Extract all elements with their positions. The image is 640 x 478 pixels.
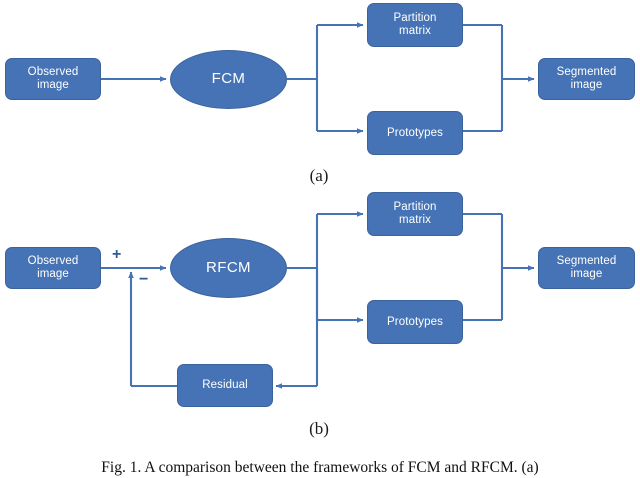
node-prototypes-a[interactable]: Prototypes xyxy=(367,111,463,155)
prototypes-label-b: Prototypes xyxy=(387,315,443,328)
node-prototypes-b[interactable]: Prototypes xyxy=(367,300,463,344)
minus-sign: − xyxy=(139,271,149,288)
segmented-image-line2-b: image xyxy=(570,268,603,280)
node-observed-image-a[interactable]: Observed image xyxy=(5,58,101,100)
node-partition-matrix-b[interactable]: Partition matrix xyxy=(367,192,463,236)
panel-a-label: (a) xyxy=(309,166,329,185)
observed-image-line2-a: image xyxy=(37,79,69,91)
node-rfcm[interactable]: RFCM xyxy=(170,238,287,298)
observed-image-line1-a: Observed xyxy=(27,66,79,79)
figure-caption: Fig. 1. A comparison between the framewo… xyxy=(101,459,539,476)
fcm-label: FCM xyxy=(211,70,246,88)
partition-matrix-line2-b: matrix xyxy=(399,214,431,226)
segmented-image-line2-a: image xyxy=(570,79,603,91)
residual-label: Residual xyxy=(202,379,248,392)
partition-matrix-line1-b: Partition xyxy=(393,201,437,214)
prototypes-label-a: Prototypes xyxy=(387,126,443,139)
partition-matrix-line2-a: matrix xyxy=(399,25,431,37)
node-observed-image-b[interactable]: Observed image xyxy=(5,247,101,289)
segmented-image-line1-b: Segmented xyxy=(556,255,617,268)
node-fcm[interactable]: FCM xyxy=(170,50,287,109)
node-segmented-image-a[interactable]: Segmented image xyxy=(538,58,635,100)
observed-image-line2-b: image xyxy=(37,268,69,280)
node-segmented-image-b[interactable]: Segmented image xyxy=(538,247,635,289)
observed-image-line1-b: Observed xyxy=(27,255,79,268)
panel-b-label: (b) xyxy=(309,419,329,438)
partition-matrix-line1-a: Partition xyxy=(393,12,437,25)
segmented-image-line1-a: Segmented xyxy=(556,66,617,79)
node-partition-matrix-a[interactable]: Partition matrix xyxy=(367,3,463,47)
rfcm-label: RFCM xyxy=(206,258,251,276)
node-residual[interactable]: Residual xyxy=(177,364,273,407)
plus-sign: + xyxy=(112,246,122,263)
